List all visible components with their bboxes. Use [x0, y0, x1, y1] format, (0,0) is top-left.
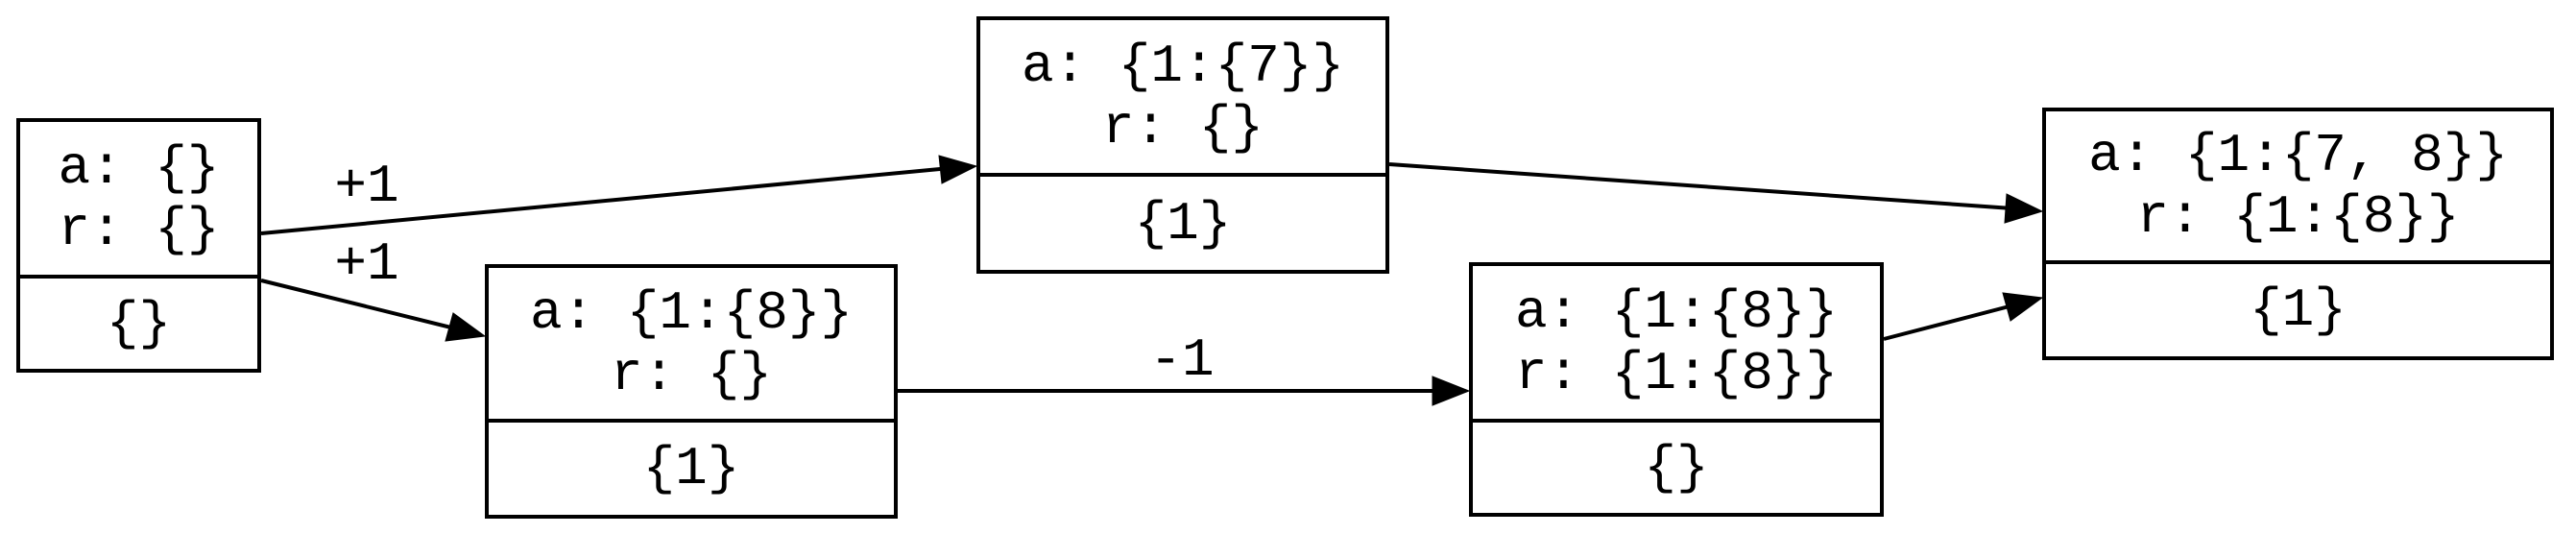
edge-label-minus1: -1: [1149, 329, 1215, 391]
node-add1-tag8: a: {1:{8}} r: {} {1}: [485, 264, 898, 519]
node-initial-maps-section: a: {} r: {}: [20, 122, 257, 279]
node-add1-tag7: a: {1:{7}} r: {} {1}: [976, 16, 1389, 274]
node-add1-tag8-maps-section: a: {1:{8}} r: {}: [489, 268, 894, 423]
node-merged: a: {1:{7, 8}} r: {1:{8}} {1}: [2042, 108, 2554, 360]
field-value: {}: [1644, 437, 1709, 498]
field-value: {1}: [1134, 192, 1232, 255]
node-add1-tag8-value-section: {1}: [489, 423, 894, 515]
field-value: {}: [106, 293, 172, 354]
edge-label-plus1-bottom: +1: [334, 233, 399, 295]
field-r: r: {}: [610, 343, 773, 405]
field-r: r: {}: [1101, 96, 1264, 158]
edge-add1-tag8-to-remove1-tag8-arrowhead: [1432, 376, 1471, 406]
field-r: r: {1:{8}}: [1514, 342, 1839, 404]
edge-add1-tag7-to-merged-line: [1388, 162, 2027, 211]
field-a: a: {1:{8}}: [529, 281, 854, 344]
node-merged-maps-section: a: {1:{7, 8}} r: {1:{8}}: [2046, 111, 2550, 264]
edge-add1-tag7-to-merged-arrowhead: [2004, 193, 2044, 224]
node-initial-value-section: {}: [20, 279, 257, 369]
edge-initial-to-add1-tag8-arrowhead: [445, 312, 487, 342]
edge-remove1-tag8-to-merged-arrowhead: [2002, 292, 2044, 322]
field-value: {1}: [2250, 279, 2347, 341]
edge-initial-to-add1-tag8-line: [260, 279, 471, 334]
edge-label-plus1-top: +1: [334, 156, 399, 217]
edge-remove1-tag8-to-merged-line: [1883, 301, 2025, 341]
node-remove1-tag8: a: {1:{8}} r: {1:{8}} {}: [1469, 262, 1884, 517]
field-r: r: {1:{8}}: [2136, 185, 2460, 248]
edge-initial-to-add1-tag7-arrowhead: [938, 155, 978, 184]
node-remove1-tag8-value-section: {}: [1473, 423, 1880, 513]
field-r: r: {}: [58, 198, 220, 260]
field-value: {1}: [642, 438, 740, 499]
node-remove1-tag8-maps-section: a: {1:{8}} r: {1:{8}}: [1473, 266, 1880, 423]
node-add1-tag7-maps-section: a: {1:{7}} r: {}: [980, 20, 1385, 177]
field-a: a: {1:{8}}: [1514, 280, 1839, 343]
field-a: a: {}: [58, 136, 220, 199]
node-merged-value-section: {1}: [2046, 264, 2550, 356]
node-initial: a: {} r: {} {}: [16, 118, 261, 373]
field-a: a: {1:{7}}: [1021, 35, 1345, 97]
node-add1-tag7-value-section: {1}: [980, 177, 1385, 270]
edge-initial-to-add1-tag7-line: [260, 165, 961, 235]
field-a: a: {1:{7, 8}}: [2088, 124, 2508, 186]
